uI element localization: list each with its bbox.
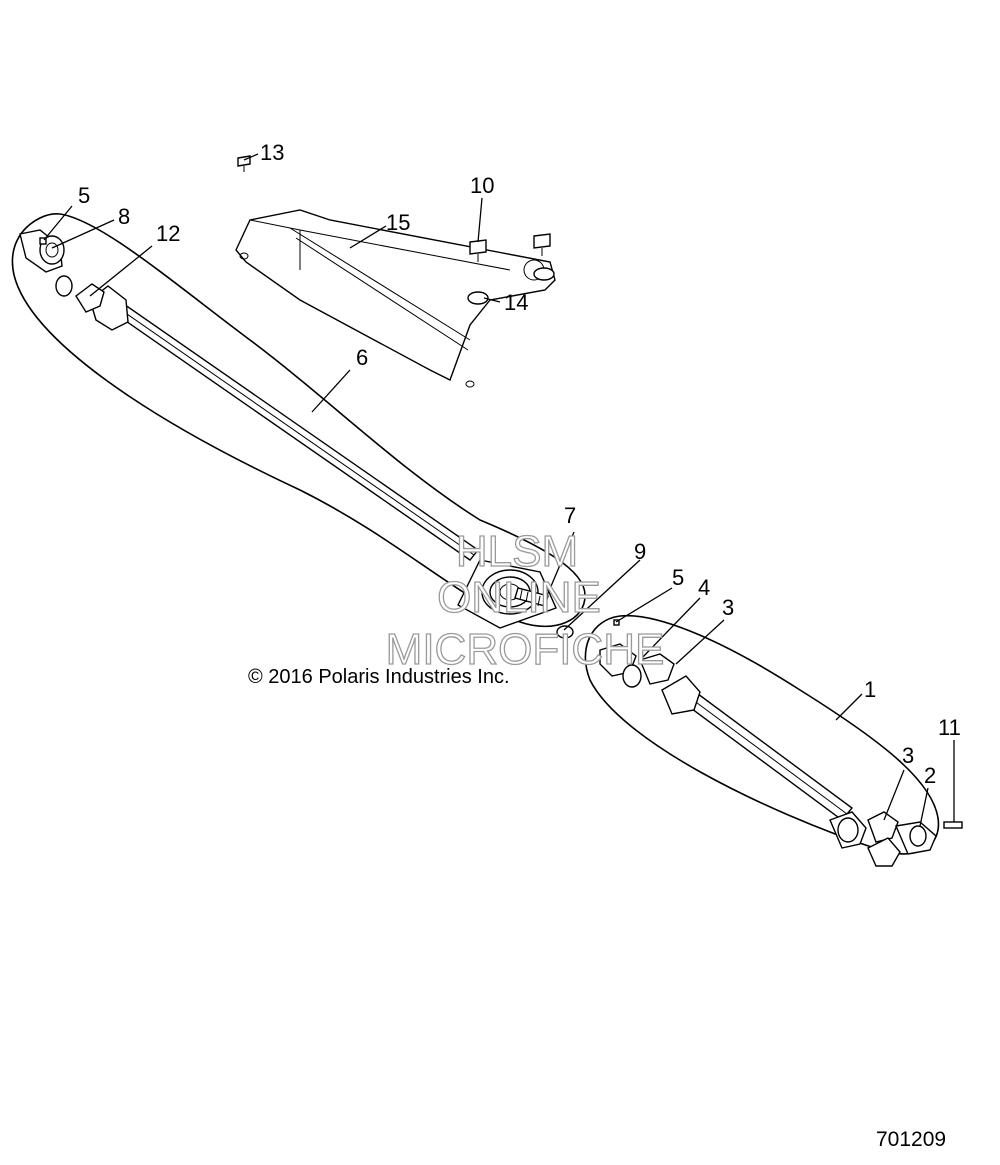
leader-12	[89, 245, 153, 297]
leader-3b	[883, 769, 905, 821]
copyright-notice: © 2016 Polaris Industries Inc.	[248, 666, 510, 688]
leader-14	[483, 297, 501, 303]
leader-6	[311, 369, 351, 413]
washer-14	[467, 291, 489, 305]
label-10: 10	[470, 173, 494, 198]
leader-13	[243, 153, 259, 161]
roll-pin	[943, 821, 963, 829]
leader-2	[919, 787, 929, 827]
leader-15	[349, 225, 387, 249]
bolt-extra	[533, 233, 551, 256]
watermark-line-1: HLSM	[456, 527, 578, 576]
label-5-front: 5	[672, 565, 684, 590]
label-7: 7	[564, 503, 576, 528]
diagram-number: 701209	[876, 1128, 946, 1151]
label-3-front: 3	[722, 595, 734, 620]
leader-3a	[675, 619, 725, 665]
washer-extra	[533, 267, 555, 281]
leader-5b	[615, 587, 673, 623]
leader-10	[477, 197, 483, 243]
leader-8	[51, 219, 115, 249]
label-3-rear: 3	[902, 743, 914, 768]
label-15: 15	[386, 210, 410, 235]
label-4: 4	[698, 575, 710, 600]
rear-prop-shaft	[19, 229, 480, 561]
watermark-line-3: MICROFICHE	[386, 625, 665, 674]
leader-5a	[43, 205, 73, 241]
label-11: 11	[938, 715, 961, 740]
leader-1	[835, 693, 863, 721]
watermark-line-2: ONLINE	[437, 573, 601, 622]
label-13: 13	[260, 140, 284, 165]
carrier-bearing	[457, 559, 557, 629]
label-12: 12	[156, 221, 180, 246]
leader-9	[563, 559, 641, 631]
leader-7	[545, 531, 575, 599]
label-2: 2	[924, 763, 936, 788]
label-6: 6	[356, 345, 368, 370]
label-14: 14	[504, 290, 528, 315]
rear-shaft-group-outline	[11, 212, 586, 628]
label-5-rear: 5	[78, 183, 90, 208]
leader-4	[639, 597, 701, 661]
front-prop-shaft	[599, 619, 937, 867]
snap-ring	[556, 625, 574, 639]
bolt-10	[469, 239, 487, 262]
label-8: 8	[118, 204, 130, 229]
watermark: HLSM ONLINE MICROFICHE	[385, 526, 665, 674]
label-1: 1	[864, 677, 876, 702]
label-9: 9	[634, 539, 646, 564]
